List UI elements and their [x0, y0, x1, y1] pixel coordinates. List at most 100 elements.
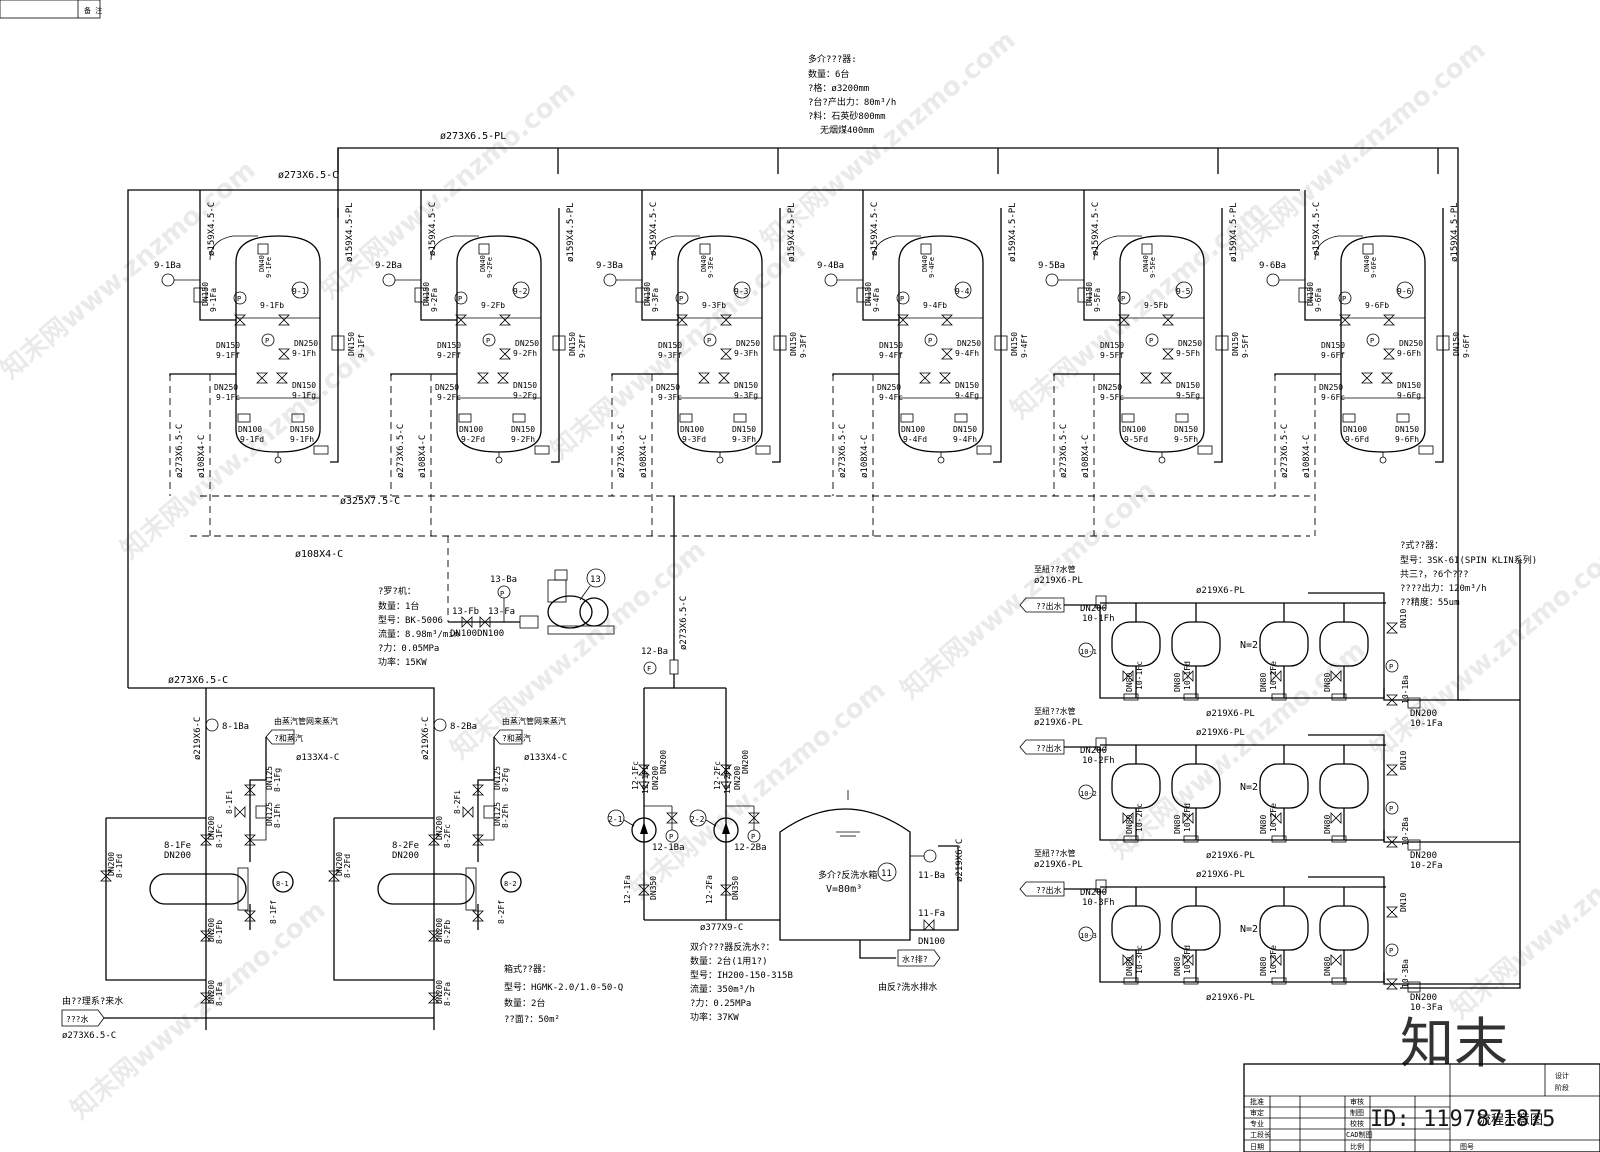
- valve-icon: [497, 372, 509, 384]
- lower-pipe: [390, 373, 457, 376]
- pump-spec-line: 流量：350m³/h: [690, 983, 755, 995]
- dn-label: DN150: [658, 341, 682, 350]
- dn-label: DN200: [1080, 888, 1107, 898]
- filter-ff-label: 9-2Ff: [437, 351, 461, 360]
- tb-check: 校核: [1350, 1119, 1364, 1128]
- soft-return: [1308, 592, 1520, 701]
- gauge-letter: P: [1370, 337, 1374, 345]
- tb-audit: 审定: [1250, 1108, 1264, 1117]
- soft-return: [1308, 734, 1520, 843]
- blower-spec: 型号：BK-5006: [378, 615, 443, 626]
- tb-major: 专业: [1250, 1119, 1264, 1128]
- valve-icon: [1140, 372, 1152, 384]
- heater-fi-label: 8-2Fi: [453, 790, 462, 814]
- inlet-valve: [1298, 287, 1312, 303]
- valve-icon: [718, 372, 730, 384]
- dn-label: DN125: [493, 766, 502, 790]
- valve-icon: [1386, 978, 1398, 990]
- inlet-valve: [193, 287, 207, 303]
- tb-cad: CAD制图: [1346, 1130, 1373, 1139]
- watermark-text: 知末网www.znzmo.com: [445, 535, 711, 765]
- pipe-label-hx-riser-2: ø219X6-C: [421, 717, 431, 760]
- pipe-label-riser-c: ø159X4.5-C: [1312, 202, 1322, 256]
- watermark-text: 知末网www.znzmo.com: [895, 475, 1161, 705]
- check-valve-icon: [638, 781, 650, 791]
- blower-dn: DN100DN100: [450, 629, 504, 639]
- pipe-label-soft-head: ø219X6-PL: [1034, 860, 1083, 870]
- valve-icon: [200, 930, 212, 942]
- valve-icon: [278, 348, 290, 360]
- drain-box: [1271, 977, 1287, 985]
- dn-label: DN250: [877, 383, 901, 392]
- drain-box: [1197, 445, 1213, 455]
- heater-spec-line: ??面?：50m²: [504, 1014, 560, 1025]
- soft-out-box: [1019, 881, 1065, 897]
- pipe-label-pump-out: ø377X9-C: [700, 923, 743, 933]
- filter-fh-label: 9-6Fh: [1397, 349, 1421, 358]
- dn-label: DN150: [643, 282, 652, 306]
- heater-ba-label: 8-1Ba: [222, 722, 249, 732]
- soft-group-tag: 10-2: [1080, 790, 1097, 798]
- heater-section: ø273X6.5-C ø219X6-C ø219X6-C 由??理系?来水 ??…: [61, 675, 623, 1041]
- vent-valve: [1362, 243, 1374, 255]
- valve-box: [1175, 413, 1189, 423]
- dn-label: DN250: [1098, 383, 1122, 392]
- pressure-gauge-icon: [482, 333, 496, 347]
- filter-fb-label: 9-1Fb: [260, 301, 284, 310]
- watermark-brand: 知末: [1400, 1012, 1508, 1075]
- pump-spec-line: 型号：IH200-150-315B: [690, 970, 793, 981]
- drain-box: [1271, 835, 1287, 843]
- outlet-valve: [1436, 335, 1450, 351]
- softener-vessel: [1111, 905, 1161, 951]
- inlet-valve: [414, 287, 428, 303]
- heater-head: [500, 871, 522, 893]
- watermark-text: 知末网www.znzmo.com: [115, 335, 381, 565]
- heater-spec-line: 数量：2台: [504, 997, 545, 1009]
- filter-spec-line: 数量：6台: [808, 68, 849, 80]
- heater-fi-label: 8-1Fi: [225, 790, 234, 814]
- filter-spec-line: ?料：石英砂800mm: [808, 110, 886, 122]
- tank-dn: DN100: [918, 937, 945, 947]
- inlet-pipe: [420, 262, 457, 321]
- gauge-letter: P: [486, 337, 490, 345]
- softener-vessel: [1259, 905, 1309, 951]
- dn-label: DN200: [435, 918, 444, 942]
- pipe-label-top-pl: ø273X6.5-PL: [440, 131, 506, 142]
- dn-label: DN150: [422, 282, 431, 306]
- backwash-tank: 多介?反洗水箱 V=80m³ 11 11-Ba ø219X6-C 11-Fa D…: [644, 790, 965, 993]
- filter-fb-label: 9-5Fb: [1144, 301, 1168, 310]
- dn-label: DN80: [1173, 673, 1182, 692]
- valve-icon: [919, 372, 931, 384]
- filter-fd-label: 9-3Fd: [682, 435, 706, 444]
- pipe-label-riser-c: ø159X4.5-C: [649, 202, 659, 256]
- tb-date: 日期: [1250, 1143, 1264, 1151]
- gauge-letter: P: [707, 337, 711, 345]
- vessel-outline: [430, 235, 479, 261]
- pump-title: 双介???器反洗水?：: [690, 941, 775, 953]
- dn-label: DN200: [1410, 851, 1437, 861]
- dn-label: DN80: [1259, 957, 1268, 976]
- filter-fd-label: 9-1Fd: [240, 435, 264, 444]
- valve-box: [1121, 413, 1135, 423]
- inlet-pipe: [641, 262, 678, 321]
- softener-vessel: [1319, 763, 1369, 809]
- blower-tag: 13: [590, 575, 601, 585]
- filter-ba-label: 9-1Ba: [154, 261, 181, 271]
- dn-label: DN150: [1397, 381, 1421, 390]
- pump-tag-circle: [689, 809, 707, 827]
- heater-flange: [237, 867, 249, 911]
- filter-ff-label: 9-5Ff: [1241, 334, 1250, 358]
- dn-label: DN40: [258, 255, 266, 272]
- dn-label: DN150: [953, 425, 977, 434]
- valve-icon: [499, 348, 511, 360]
- unit-tag-circle: [1175, 281, 1193, 299]
- valve-icon: [666, 812, 678, 824]
- soft-out-box-label: ??出水: [1036, 885, 1062, 895]
- dn-label: DN40: [700, 255, 708, 272]
- steam-branch: [250, 780, 267, 841]
- pressure-gauge-icon: [1385, 943, 1399, 957]
- filter-spec-line: ?格：ø3200mm: [808, 82, 869, 94]
- valve-icon: [499, 314, 511, 326]
- dn-label: DN150: [1174, 425, 1198, 434]
- valve-icon: [234, 314, 246, 326]
